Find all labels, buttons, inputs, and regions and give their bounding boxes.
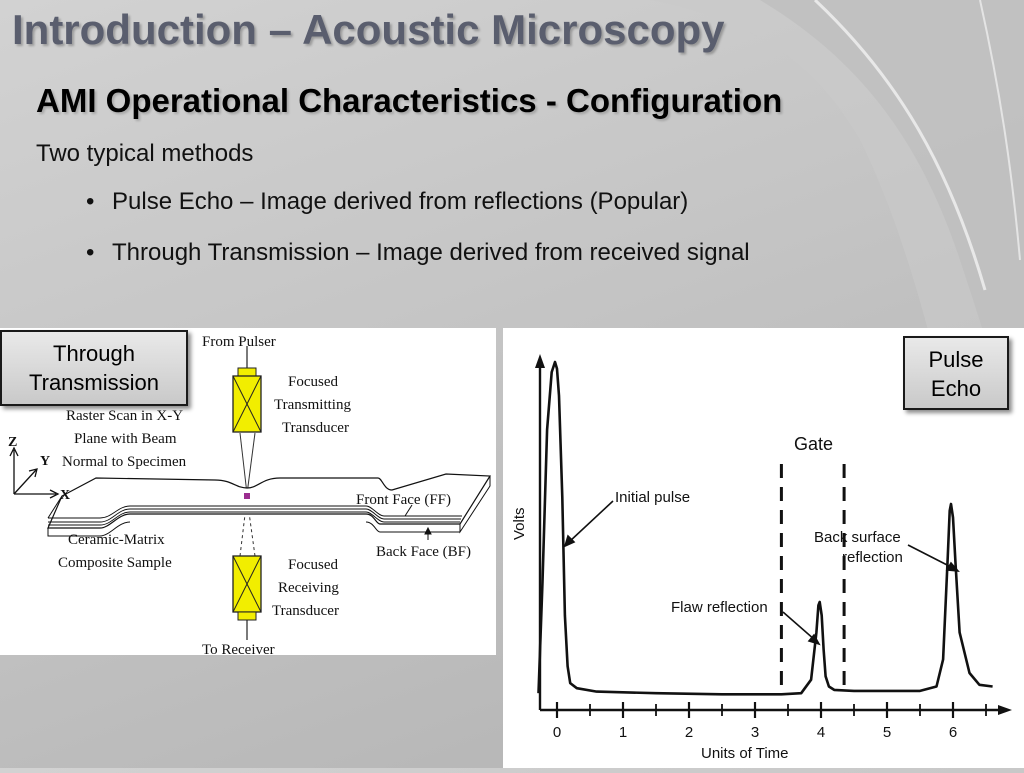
pulse-echo-badge: Pulse Echo <box>903 336 1009 410</box>
bullet-dot: • <box>86 188 95 215</box>
y-axis-label: Volts <box>511 507 528 540</box>
diagram-canvas: Z Y X From Pulser To Receiver Focused Tr… <box>8 334 492 658</box>
pulse-echo-chart: 0 1 2 3 4 5 6 Gate Initial pulse Flaw reflecti… <box>511 354 1012 762</box>
composite-sample-plate <box>47 473 492 537</box>
x-tick-label-0: 0 <box>553 724 561 741</box>
bullet-text: Pulse Echo – Image derived from reflecti… <box>112 188 689 215</box>
slide-title: Introduction – Acoustic Microscopy <box>12 6 725 53</box>
tx-label-line1: Focused <box>288 374 338 390</box>
x-tick-label-4: 4 <box>817 724 825 741</box>
x-axis-arrow-icon <box>998 705 1012 715</box>
raster-label-line2: Plane with Beam <box>74 431 177 447</box>
back-surface-label-line2: reflection <box>842 549 903 566</box>
y-axis-arrow-icon <box>535 354 545 368</box>
back-face-label: Back Face (BF) <box>376 544 471 560</box>
through-transmission-badge: Through Transmission <box>0 330 188 406</box>
bullet-through-transmission: • Through Transmission – Image derived fr… <box>86 239 750 290</box>
slide-subtitle: AMI Operational Characteristics - Config… <box>36 82 783 119</box>
xyz-axes-icon <box>9 446 60 499</box>
rx-label-line1: Focused <box>288 557 338 573</box>
method-list: • Pulse Echo – Image derived from reflect… <box>86 188 750 290</box>
raster-label-line3: Normal to Specimen <box>62 454 187 470</box>
front-face-label: Front Face (FF) <box>356 492 451 508</box>
sample-label-line2: Composite Sample <box>58 555 172 571</box>
x-tick-label-2: 2 <box>685 724 693 741</box>
axis-y-label: Y <box>40 454 50 469</box>
back-surface-label-line1: Back surface <box>814 529 901 546</box>
beam-focus-point <box>244 493 250 499</box>
x-axis-label: Units of Time <box>701 745 789 762</box>
badge-line2: Transmission <box>29 370 159 395</box>
tx-label-line2: Transmitting <box>274 397 351 413</box>
x-tick-label-1: 1 <box>619 724 627 741</box>
rx-label-line2: Receiving <box>278 580 339 596</box>
flaw-reflection-label: Flaw reflection <box>671 599 768 616</box>
axis-x-label: X <box>60 488 70 503</box>
signal-trace <box>537 360 993 696</box>
intro-text: Two typical methods <box>36 140 254 167</box>
rx-label-line3: Transducer <box>272 603 339 619</box>
axis-z-label: Z <box>8 435 17 450</box>
bullet-pulse-echo: • Pulse Echo – Image derived from reflect… <box>86 188 750 239</box>
raster-label-line1: Raster Scan in X-Y <box>66 408 183 424</box>
to-receiver-label: To Receiver <box>202 642 275 655</box>
bullet-dot: • <box>86 239 95 266</box>
sample-label-line1: Ceramic-Matrix <box>68 532 165 548</box>
gate-label: Gate <box>794 434 833 454</box>
badge-line1: Pulse <box>928 347 984 372</box>
x-tick-label-3: 3 <box>751 724 759 741</box>
tx-label-line3: Transducer <box>282 420 349 436</box>
initial-pulse-label: Initial pulse <box>615 489 690 506</box>
from-pulser-label: From Pulser <box>202 334 276 350</box>
badge-line2: Echo <box>930 376 982 401</box>
badge-line1: Through <box>53 341 135 366</box>
transmitting-transducer-icon <box>232 367 262 433</box>
receiving-transducer-icon <box>232 555 262 621</box>
bullet-text: Through Transmission – Image derived fro… <box>112 239 750 266</box>
x-tick-label-6: 6 <box>949 724 957 741</box>
x-tick-label-5: 5 <box>883 724 891 741</box>
